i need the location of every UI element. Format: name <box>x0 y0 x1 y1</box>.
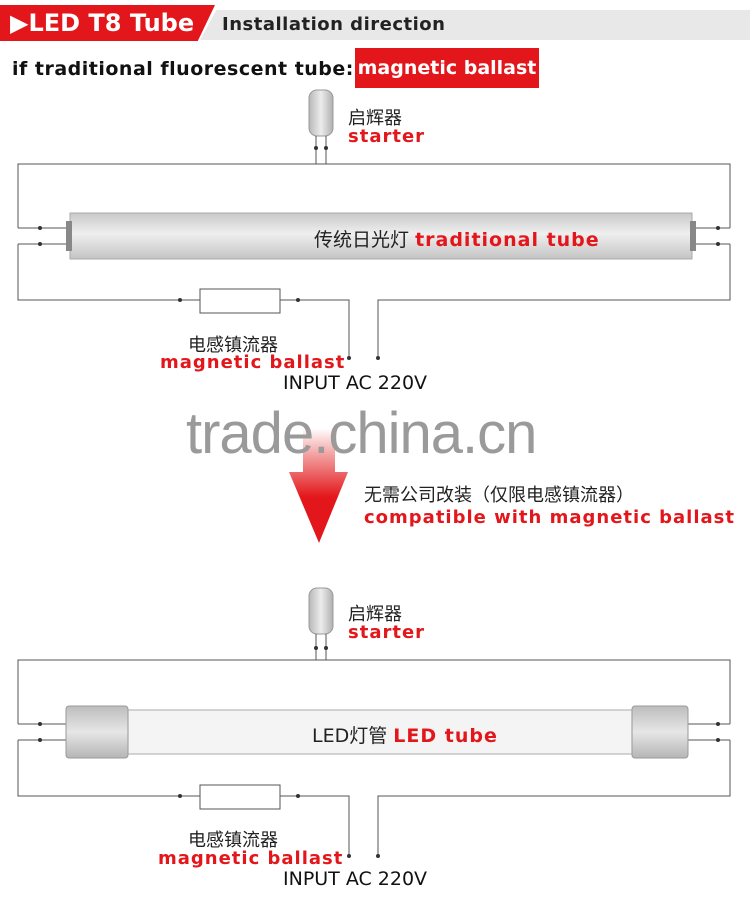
ballast-cn-bottom: 电感镇流器 <box>188 830 278 851</box>
input-label-top: INPUT AC 220V <box>283 372 428 394</box>
ballast-bottom <box>199 784 281 810</box>
wire-dots-top <box>38 146 720 360</box>
diagram-bottom <box>17 587 731 856</box>
starter-en-bottom: starter <box>348 622 426 643</box>
ballast-cn-top: 电感镇流器 <box>188 335 278 356</box>
tube-traditional <box>69 212 693 260</box>
ballast-en-bottom: magnetic ballast <box>158 848 344 869</box>
play-triangle-icon: ▶ <box>10 9 29 37</box>
starter-cn-top: 启辉器 <box>348 108 402 129</box>
tube-cn-bottom: LED灯管 <box>312 725 388 747</box>
tube-cn-top: 传统日光灯 <box>314 229 410 251</box>
tube-led <box>124 709 636 755</box>
starter-cn-bottom: 启辉器 <box>348 604 402 625</box>
wire-dots-bottom <box>38 646 720 858</box>
header-gray-band <box>200 10 750 40</box>
watermark: trade.china.cn <box>186 401 537 466</box>
header-bar: ▶LED T8 Tube Installation direction <box>0 0 750 44</box>
header-subtitle: Installation direction <box>222 14 446 35</box>
header-title: LED T8 Tube <box>28 9 195 37</box>
ballast-en-top: magnetic ballast <box>160 352 346 373</box>
diagram-top <box>17 89 731 358</box>
tube-en-top: traditional tube <box>415 229 600 251</box>
tube-en-bottom: LED tube <box>393 725 498 747</box>
input-label-bottom: INPUT AC 220V <box>283 868 428 890</box>
transition-en: compatible with magnetic ballast <box>364 507 735 528</box>
intro-text: if traditional fluorescent tube: <box>12 58 354 80</box>
transition-cn: 无需公司改装（仅限电感镇流器） <box>364 485 634 506</box>
intro-highlight: magnetic ballast <box>355 48 539 88</box>
starter-en-top: starter <box>348 126 426 147</box>
starter-top <box>308 89 334 137</box>
led-cap-right <box>631 705 689 759</box>
led-cap-left <box>65 705 129 759</box>
down-arrow-icon <box>289 428 348 543</box>
header-title-tag: ▶LED T8 Tube <box>0 5 215 41</box>
tube-label-top: 传统日光灯 traditional tube <box>314 225 600 252</box>
starter-bottom <box>308 587 334 635</box>
tube-label-bottom: LED灯管 LED tube <box>312 721 498 748</box>
ballast-top <box>199 288 281 314</box>
